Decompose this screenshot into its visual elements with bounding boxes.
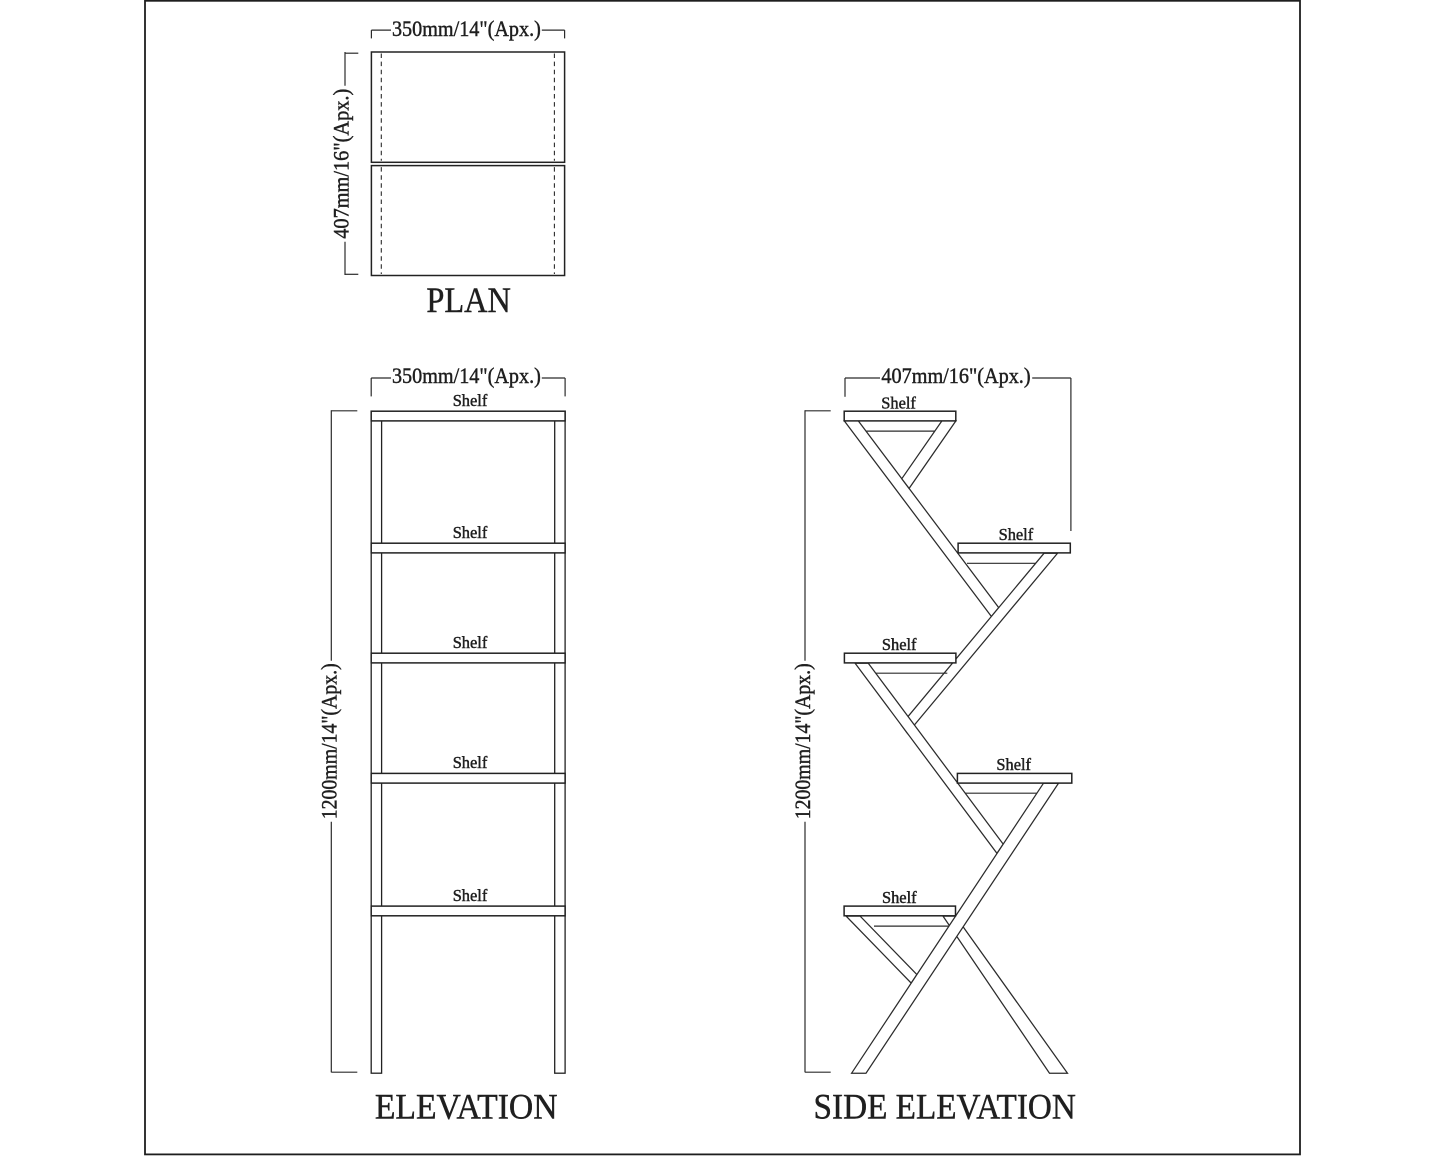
svg-text:Shelf: Shelf <box>996 755 1031 774</box>
svg-text:Shelf: Shelf <box>999 525 1034 544</box>
svg-text:Shelf: Shelf <box>882 635 917 654</box>
svg-text:SIDE ELEVATION: SIDE ELEVATION <box>814 1087 1076 1127</box>
svg-text:Shelf: Shelf <box>453 753 488 772</box>
svg-text:407mm/16"(Apx.): 407mm/16"(Apx.) <box>881 363 1030 388</box>
svg-text:Shelf: Shelf <box>881 393 916 412</box>
svg-text:PLAN: PLAN <box>426 280 511 320</box>
svg-text:ELEVATION: ELEVATION <box>375 1087 558 1127</box>
svg-text:1200mm/14"(Apx.): 1200mm/14"(Apx.) <box>316 663 341 819</box>
svg-text:350mm/14"(Apx.): 350mm/14"(Apx.) <box>392 363 541 388</box>
svg-text:Shelf: Shelf <box>453 633 488 652</box>
svg-text:1200mm/14"(Apx.): 1200mm/14"(Apx.) <box>790 663 815 819</box>
svg-text:350mm/14"(Apx.): 350mm/14"(Apx.) <box>392 16 541 41</box>
svg-text:Shelf: Shelf <box>882 888 917 907</box>
svg-text:Shelf: Shelf <box>453 391 488 410</box>
svg-text:407mm/16"(Apx.): 407mm/16"(Apx.) <box>329 89 354 239</box>
svg-text:Shelf: Shelf <box>453 886 488 905</box>
svg-text:Shelf: Shelf <box>453 523 488 542</box>
